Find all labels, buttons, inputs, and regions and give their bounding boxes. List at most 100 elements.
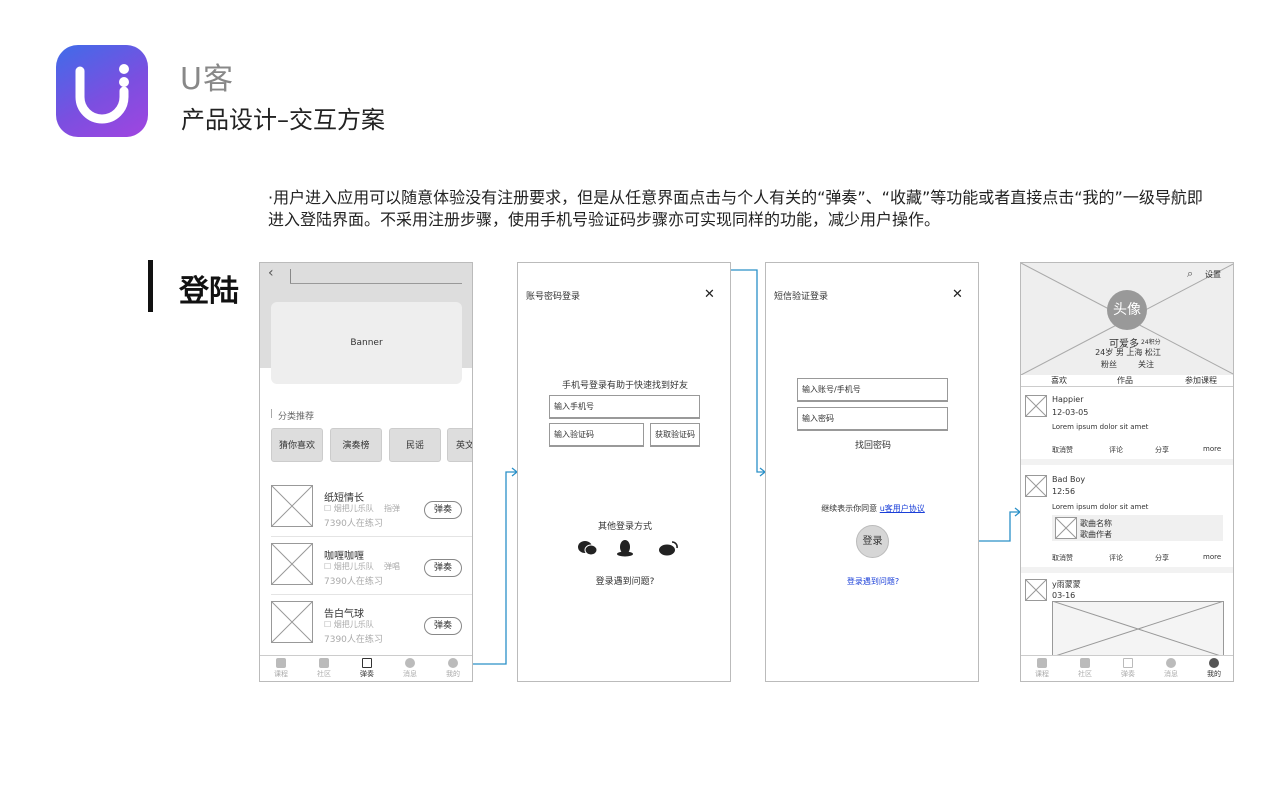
tab-likes[interactable]: 喜欢 [1051, 376, 1067, 385]
agreement-text: 继续表示你同意 u客用户协议 [766, 503, 978, 514]
tab-community[interactable]: 社区 [303, 658, 345, 679]
qq-icon[interactable] [616, 539, 634, 557]
unlike-button[interactable]: 取消赞 [1052, 446, 1073, 454]
song-title: 咖喱咖喱 [324, 551, 364, 562]
tab-course[interactable]: 课程 [260, 658, 302, 679]
app-logo [56, 45, 148, 137]
song-row[interactable]: 告白气球 ☐ 烟把儿乐队 7390人在练习 弹奏 [260, 601, 472, 653]
switch-login-mode[interactable]: 短信验证登录 [774, 292, 829, 302]
song-row[interactable]: 纸短情长 ☐ 烟把儿乐队 指弹 7390人在练习 弹奏 [260, 485, 472, 537]
forgot-password-link[interactable]: 找回密码 [854, 441, 891, 451]
section-marker [148, 260, 153, 312]
song-name: 歌曲名称 [1080, 519, 1112, 528]
tab-divider [1021, 386, 1233, 387]
settings-link[interactable]: 设置 [1205, 270, 1221, 279]
category-item[interactable]: 猜你喜欢 [271, 428, 323, 462]
song-tag: 指弹 [384, 504, 400, 513]
get-code-button[interactable]: 获取验证码 [650, 423, 700, 447]
weibo-icon[interactable] [659, 540, 679, 556]
play-button[interactable]: 弹奏 [424, 501, 462, 519]
post-separator [1021, 459, 1233, 465]
tab-course[interactable]: 课程 [1021, 658, 1063, 679]
more-button[interactable]: more [1203, 445, 1222, 453]
switch-login-mode[interactable]: 账号密码登录 [526, 292, 581, 302]
category-item[interactable]: 民谣 [389, 428, 441, 462]
more-button[interactable]: more [1203, 553, 1222, 561]
song-practice: 7390人在练习 [324, 519, 383, 529]
search-cursor [290, 269, 291, 283]
login-button[interactable]: 登录 [856, 525, 889, 558]
chat-icon [1166, 658, 1176, 668]
song-practice: 7390人在练习 [324, 577, 383, 587]
book-icon [276, 658, 286, 668]
wechat-icon[interactable] [578, 540, 598, 556]
flow-arrow-1 [458, 471, 516, 665]
points: 24积分 [1141, 339, 1161, 346]
unlike-button[interactable]: 取消赞 [1052, 554, 1073, 562]
play-button[interactable]: 弹奏 [424, 617, 462, 635]
plus-icon [362, 658, 372, 668]
tab-label: 课程 [274, 670, 288, 678]
share-button[interactable]: 分享 [1155, 446, 1169, 454]
video-thumbnail[interactable] [1052, 601, 1224, 657]
screen-home: ‹ Banner 分类推荐 猜你喜欢 演奏榜 民谣 英文 纸短情长 ☐ 烟把儿乐… [259, 262, 473, 682]
tab-play[interactable]: 弹奏 [1107, 658, 1149, 679]
band-name: 烟把儿乐队 [333, 620, 374, 629]
tab-play[interactable]: 弹奏 [346, 658, 388, 679]
other-login-label: 其他登录方式 [597, 522, 652, 532]
post-user: Bad Boy [1052, 475, 1086, 484]
song-thumbnail [271, 601, 313, 643]
tab-message[interactable]: 消息 [389, 658, 431, 679]
band-name: 烟把儿乐队 [333, 562, 374, 571]
tab-me[interactable]: 我的 [1193, 658, 1233, 679]
post-avatar [1025, 475, 1047, 497]
tab-works[interactable]: 作品 [1117, 376, 1133, 385]
trouble-link[interactable]: 登录遇到问题? [595, 577, 655, 587]
follow-link[interactable]: 关注 [1138, 360, 1154, 369]
tab-courses[interactable]: 参加课程 [1185, 376, 1217, 385]
post-user: y雨蒙蒙 [1052, 580, 1081, 589]
back-icon[interactable]: ‹ [268, 265, 274, 281]
song-band: ☐ 烟把儿乐队 [324, 620, 374, 629]
song-title: 纸短情长 [324, 493, 364, 504]
play-button[interactable]: 弹奏 [424, 559, 462, 577]
book-icon [1037, 658, 1047, 668]
trouble-link[interactable]: 登录遇到问题? [846, 577, 900, 586]
category-item[interactable]: 英文 [447, 428, 472, 462]
fans-link[interactable]: 粉丝 [1101, 360, 1117, 369]
user-icon [448, 658, 458, 668]
phone-input[interactable]: 输入手机号 [549, 395, 700, 419]
category-item[interactable]: 演奏榜 [330, 428, 382, 462]
agreement-link[interactable]: u客用户协议 [879, 504, 925, 513]
tab-message[interactable]: 消息 [1150, 658, 1192, 679]
song-practice: 7390人在练习 [324, 635, 383, 645]
search-input[interactable] [290, 283, 462, 284]
song-card[interactable]: 歌曲名称 歌曲作者 [1052, 515, 1223, 541]
tab-label: 弹奏 [360, 670, 374, 678]
post-avatar [1025, 579, 1047, 601]
song-row[interactable]: 咖喱咖喱 ☐ 烟把儿乐队 弹唱 7390人在练习 弹奏 [260, 543, 472, 595]
banner[interactable]: Banner [271, 302, 462, 384]
code-input[interactable]: 输入验证码 [549, 423, 644, 447]
post-date: 03-16 [1052, 591, 1076, 600]
search-icon[interactable]: ⌕ [1187, 267, 1194, 280]
agreement-prefix: 继续表示你同意 [821, 504, 878, 513]
password-input[interactable]: 输入密码 [797, 407, 948, 431]
comment-button[interactable]: 评论 [1109, 446, 1123, 454]
u-logo-icon [75, 64, 129, 124]
tab-label: 消息 [403, 670, 417, 678]
post-date: 12-03-05 [1052, 408, 1089, 417]
comment-button[interactable]: 评论 [1109, 554, 1123, 562]
description: ·用户进入应用可以随意体验没有注册要求，但是从任意界面点击与个人有关的“弹奏”、… [268, 188, 1203, 229]
screen-login-password: 短信验证登录 ✕ 输入账号/手机号 输入密码 找回密码 继续表示你同意 u客用户… [765, 262, 979, 682]
tab-community[interactable]: 社区 [1064, 658, 1106, 679]
close-icon[interactable]: ✕ [704, 287, 715, 302]
account-input[interactable]: 输入账号/手机号 [797, 378, 948, 402]
avatar[interactable]: 头像 [1107, 290, 1147, 330]
tab-me[interactable]: 我的 [432, 658, 472, 679]
share-button[interactable]: 分享 [1155, 554, 1169, 562]
close-icon[interactable]: ✕ [952, 287, 963, 302]
song-cover [1055, 517, 1077, 539]
group-icon [1080, 658, 1090, 668]
user-info: 24岁 男 上海 松江 [1095, 348, 1161, 357]
